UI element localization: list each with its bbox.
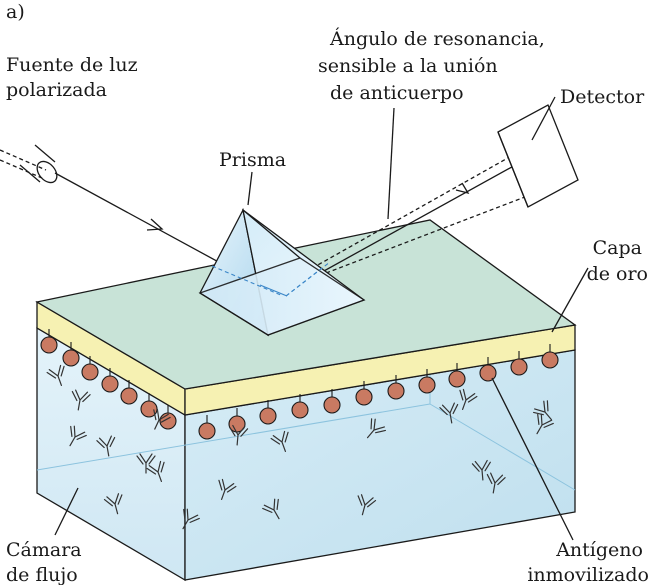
immobilized-antigens bbox=[40, 329, 559, 440]
panel-label: a) bbox=[6, 1, 25, 23]
label-resonance-angle: Ángulo de resonancia, sensible a la unió… bbox=[318, 27, 551, 104]
antibody bbox=[486, 472, 506, 494]
antigen bbox=[323, 389, 341, 414]
antigen bbox=[81, 356, 99, 381]
incident-beam-arrow bbox=[146, 218, 164, 231]
antibody bbox=[536, 413, 554, 435]
antibody bbox=[96, 435, 116, 457]
antibody bbox=[69, 425, 87, 447]
antigen bbox=[479, 357, 497, 382]
reflected-beam bbox=[285, 157, 529, 293]
antigen bbox=[101, 368, 119, 393]
antigen bbox=[120, 380, 138, 405]
antibody bbox=[533, 400, 553, 421]
antigen bbox=[228, 408, 246, 433]
antibody bbox=[182, 508, 200, 530]
antibody bbox=[218, 478, 237, 500]
antibody bbox=[136, 453, 156, 474]
antibody bbox=[439, 402, 459, 424]
antigen bbox=[418, 369, 436, 394]
label-gold-layer: Capa de oro bbox=[587, 237, 648, 285]
label-flow-chamber: Cámara de flujo bbox=[6, 539, 88, 585]
antigen bbox=[448, 363, 466, 388]
leader-antigen bbox=[491, 377, 574, 541]
antibody bbox=[71, 389, 91, 411]
antibody bbox=[46, 364, 65, 386]
label-prism: Prisma bbox=[219, 149, 286, 171]
leader-prism bbox=[247, 171, 253, 206]
leader-flow-chamber bbox=[54, 487, 79, 536]
label-light-source: Fuente de luz polarizada bbox=[6, 54, 144, 101]
antibody bbox=[366, 418, 386, 439]
antibody bbox=[146, 460, 165, 482]
antigen bbox=[541, 344, 559, 369]
label-immobilized-antigen: Antígeno inmovilizado bbox=[527, 539, 649, 585]
detector bbox=[497, 104, 579, 208]
antigen bbox=[40, 329, 58, 354]
reflected-beam-arrow bbox=[455, 182, 470, 195]
antibody bbox=[471, 459, 491, 481]
antibody bbox=[459, 388, 478, 410]
light-source bbox=[0, 140, 58, 188]
leader-detector bbox=[531, 96, 556, 141]
leader-resonance bbox=[387, 107, 395, 220]
antigen bbox=[355, 381, 373, 406]
antigen bbox=[291, 394, 309, 419]
leader-gold bbox=[551, 267, 589, 333]
antibody bbox=[229, 424, 249, 446]
antigen bbox=[62, 342, 80, 367]
antibody bbox=[262, 498, 280, 520]
antigen bbox=[510, 351, 528, 376]
antibody bbox=[153, 408, 171, 430]
antigen bbox=[198, 415, 216, 440]
antigen bbox=[259, 400, 277, 425]
label-detector: Detector bbox=[560, 86, 645, 108]
antibody bbox=[270, 430, 289, 452]
antibody bbox=[357, 494, 377, 516]
antibody bbox=[103, 493, 123, 515]
prism bbox=[198, 208, 366, 337]
antigen bbox=[387, 375, 405, 400]
antibodies bbox=[46, 364, 554, 530]
